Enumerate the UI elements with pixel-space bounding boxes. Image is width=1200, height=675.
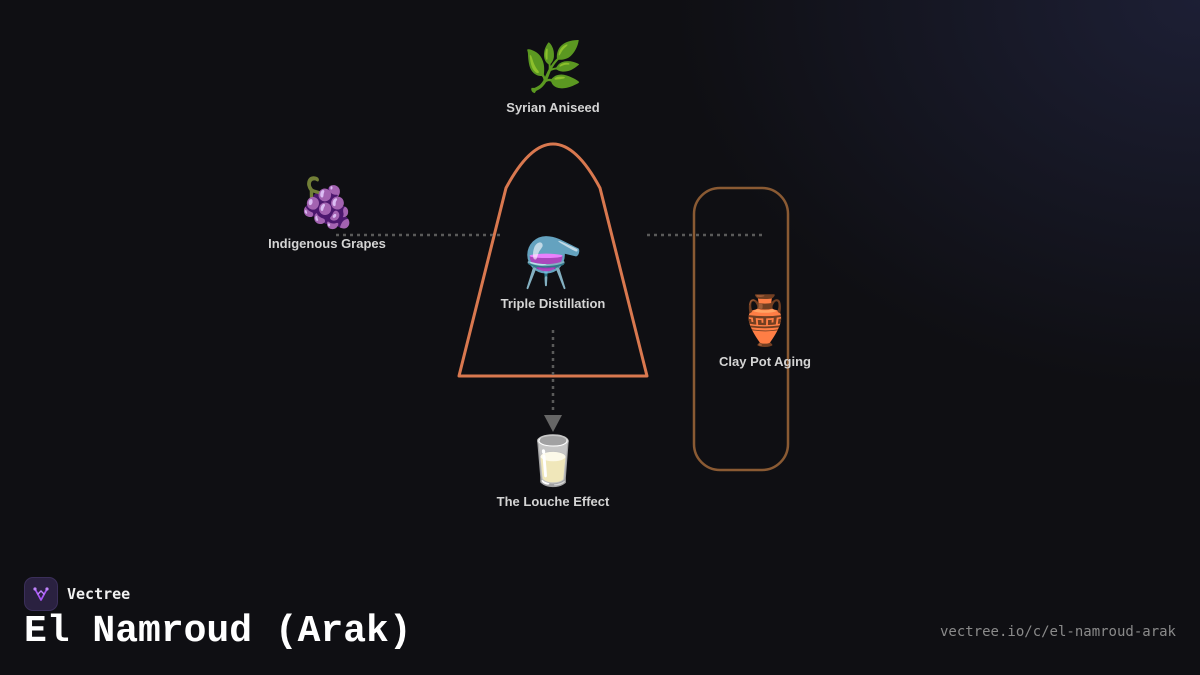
node-label: The Louche Effect: [496, 494, 610, 509]
clay-pot-outline: [692, 186, 790, 472]
amphora-icon: 🏺: [735, 295, 795, 348]
glass-of-milk-icon: 🥛: [523, 435, 583, 488]
page-title: El Namroud (Arak): [24, 610, 412, 653]
node-label: Triple Distillation: [500, 296, 606, 311]
source-url[interactable]: vectree.io/c/el-namroud-arak: [939, 624, 1176, 640]
arrow-head: [544, 415, 562, 432]
flask-icon: ⚗️: [523, 237, 583, 290]
still-outline: [457, 142, 649, 378]
brand-name: Vectree: [67, 585, 131, 603]
node-label: Indigenous Grapes: [268, 236, 386, 251]
node-louche-effect: 🥛 The Louche Effect: [497, 434, 610, 509]
node-triple-distillation: ⚗️ Triple Distillation: [501, 236, 606, 311]
brand[interactable]: Vectree: [24, 577, 130, 611]
node-clay-pot-aging: 🏺 Clay Pot Aging: [719, 294, 811, 369]
node-indigenous-grapes: 🍇 Indigenous Grapes: [268, 176, 386, 251]
node-syrian-aniseed: 🌿 Syrian Aniseed: [506, 40, 599, 115]
node-label: Clay Pot Aging: [719, 354, 811, 369]
herb-icon: 🌿: [523, 41, 583, 94]
grapes-icon: 🍇: [297, 177, 357, 230]
node-label: Syrian Aniseed: [506, 100, 600, 115]
vectree-logo-icon: [24, 577, 58, 611]
